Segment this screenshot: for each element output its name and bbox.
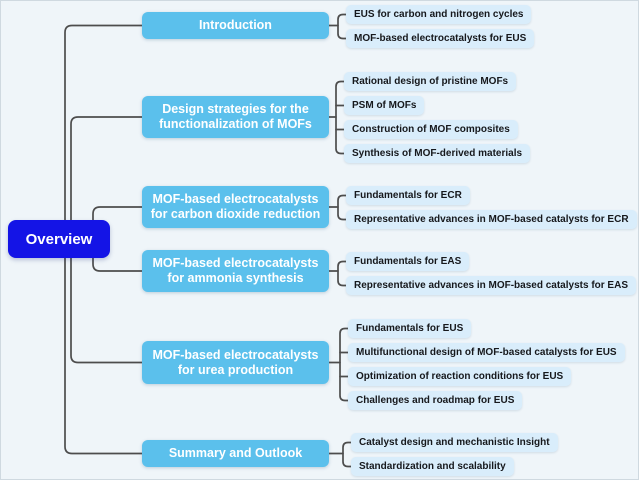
connector: [337, 13, 347, 40]
branch-node-mof-functionalization: Design strategies for the functionalizat…: [142, 96, 329, 138]
leaf-node-co2-reduction-0: Fundamentals for ECR: [346, 186, 470, 205]
leaf-node-co2-reduction-1: Representative advances in MOF-based cat…: [346, 210, 637, 229]
leaf-node-urea-production-3: Challenges and roadmap for EUS: [348, 391, 523, 410]
branch-node-introduction: Introduction: [142, 12, 329, 39]
connector: [342, 441, 352, 468]
leaf-node-mof-functionalization-1: PSM of MOFs: [344, 96, 425, 115]
connector: [335, 80, 345, 155]
branch-node-summary-outlook: Summary and Outlook: [142, 440, 329, 467]
connector: [337, 260, 347, 287]
leaf-node-mof-functionalization-2: Construction of MOF composites: [344, 120, 518, 139]
leaf-node-summary-outlook-0: Catalyst design and mechanistic Insight: [351, 433, 558, 452]
leaf-node-mof-functionalization-0: Rational design of pristine MOFs: [344, 72, 517, 91]
branch-node-urea-production: MOF-based electrocatalysts for urea prod…: [142, 341, 329, 384]
branch-node-ammonia-synthesis: MOF-based electrocatalysts for ammonia s…: [142, 250, 329, 292]
leaf-node-urea-production-2: Optimization of reaction conditions for …: [348, 367, 572, 386]
leaf-node-urea-production-1: Multifunctional design of MOF-based cata…: [348, 343, 625, 362]
leaf-node-introduction-0: EUS for carbon and nitrogen cycles: [346, 5, 532, 24]
leaf-node-ammonia-synthesis-1: Representative advances in MOF-based cat…: [346, 276, 636, 295]
connector: [337, 194, 347, 221]
leaf-node-urea-production-0: Fundamentals for EUS: [348, 319, 472, 338]
root-node-overview: Overview: [8, 220, 110, 258]
leaf-node-summary-outlook-1: Standardization and scalability: [351, 457, 514, 476]
connector: [339, 327, 349, 402]
leaf-node-mof-functionalization-3: Synthesis of MOF-derived materials: [344, 144, 531, 163]
leaf-node-ammonia-synthesis-0: Fundamentals for EAS: [346, 252, 470, 271]
leaf-node-introduction-1: MOF-based electrocatalysts for EUS: [346, 29, 535, 48]
branch-node-co2-reduction: MOF-based electrocatalysts for carbon di…: [142, 186, 329, 228]
